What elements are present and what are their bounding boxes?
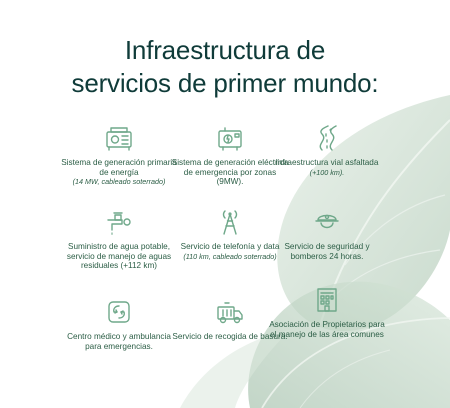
feature-item-telephony: Servicio de telefonía y data (110 km, ca… <box>171 208 289 261</box>
feature-text: Sistema de generación eléctrica de emerg… <box>171 158 289 187</box>
power-plant-icon <box>215 124 245 152</box>
antenna-tower-icon <box>215 208 245 236</box>
feature-note: (14 MW, cableado soterrado) <box>72 177 166 187</box>
feature-text: Servicio de telefonía y data <box>180 242 280 251</box>
feature-text: Infraestructura vial asfaltada <box>275 158 379 167</box>
feature-text: Suministro de agua potable, servicio de … <box>66 242 172 271</box>
page-title: Infraestructura de servicios de primer m… <box>0 34 450 100</box>
generator-icon <box>104 124 134 152</box>
feature-item-energy: Sistema de generación primaria de energí… <box>60 124 178 186</box>
feature-text: Servicio de seguridad y bomberos 24 hora… <box>284 242 370 261</box>
road-icon <box>312 124 342 152</box>
feature-item-roads: Infraestructura vial asfaltada (+100 km)… <box>268 124 386 177</box>
medical-center-icon <box>104 298 134 326</box>
feature-note: (+100 km). <box>309 167 345 177</box>
feature-item-association: Asociación de Propietarios para el manej… <box>268 286 386 339</box>
feature-item-security: Servicio de seguridad y bomberos 24 hora… <box>268 208 386 261</box>
water-tap-icon <box>104 208 134 236</box>
feature-item-medical: Centro médico y ambulancia para emergenc… <box>60 298 178 351</box>
garbage-truck-icon <box>215 298 245 326</box>
feature-text: Asociación de Propietarios para el manej… <box>269 320 385 339</box>
feature-text: Sistema de generación primaria de energí… <box>61 158 177 177</box>
title-line-1: Infraestructura de <box>124 35 326 65</box>
owners-association-icon <box>312 286 342 314</box>
feature-note: (110 km, cableado soterrado) <box>183 251 277 261</box>
security-guard-icon <box>312 208 342 236</box>
features-grid: Sistema de generación primaria de energí… <box>61 110 390 400</box>
feature-text: Centro médico y ambulancia para emergenc… <box>67 332 171 351</box>
feature-item-water: Suministro de agua potable, servicio de … <box>60 208 178 271</box>
title-line-2: servicios de primer mundo: <box>71 68 379 98</box>
feature-item-emergency-power: Sistema de generación eléctrica de emerg… <box>171 124 289 187</box>
